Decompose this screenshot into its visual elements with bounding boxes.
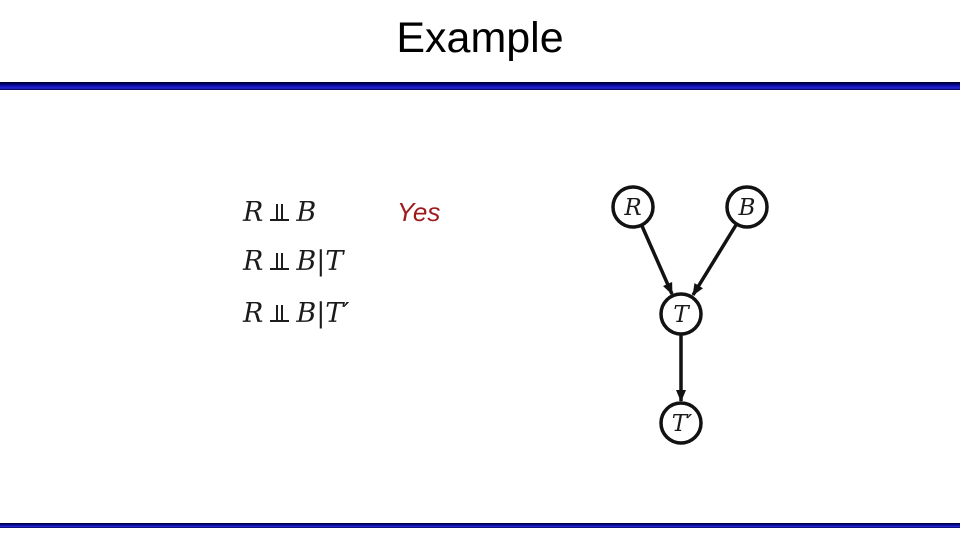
formula-right-var: B [296, 197, 317, 228]
formula-left-var: R [243, 246, 264, 277]
formula-condition: |T [316, 246, 344, 277]
node-tprime-label: T′ [672, 411, 693, 437]
formula-right-var: B [296, 246, 317, 277]
node-b-label: B [738, 195, 756, 221]
independence-symbol [270, 204, 290, 221]
edge-r-to-t [640, 225, 674, 295]
formula-left-var: R [243, 197, 264, 228]
formula-r-indep-b-given-t-prime: R B|T′ [243, 300, 349, 327]
top-divider [0, 82, 960, 90]
formula-left-var: R [243, 298, 264, 329]
node-t-label: T [673, 302, 690, 328]
node-r-label: R [623, 195, 641, 221]
node-t [659, 292, 703, 336]
answer-text: Yes [397, 197, 441, 227]
node-r [611, 185, 655, 229]
formula-right-var: B [296, 298, 317, 329]
bottom-divider [0, 523, 960, 528]
independence-symbol [270, 305, 290, 322]
slide-title: Example [396, 14, 564, 62]
node-tprime [659, 401, 703, 445]
edge-b-to-t [691, 224, 738, 296]
independence-symbol [270, 253, 290, 270]
node-b [725, 185, 769, 229]
formula-condition: |T′ [316, 298, 350, 329]
formula-r-indep-b-given-t: R B|T [243, 248, 343, 275]
bayes-net-diagram: R B T T′ [611, 185, 769, 445]
